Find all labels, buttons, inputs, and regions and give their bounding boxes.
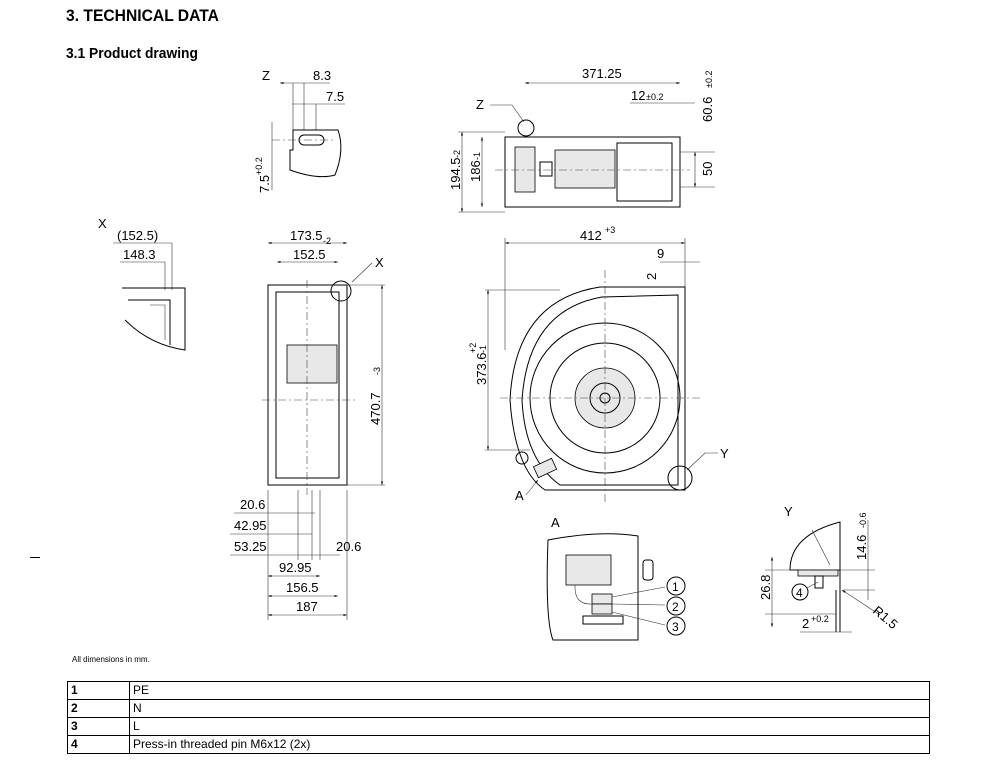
dim-92-95: 92.95	[279, 560, 312, 575]
row-number: 4	[67, 735, 130, 754]
tol-470-7: -3	[372, 367, 382, 375]
dim-9: 9	[657, 246, 664, 261]
side-view: 173.5 -2 152.5 X 470.7 -3 20.6 42.95 53.…	[230, 228, 385, 620]
view-a-label: A	[551, 515, 560, 530]
tol-14-6: -0.6	[858, 512, 868, 528]
dim-173-5: 173.5	[290, 228, 323, 243]
dim-152-5: 152.5	[293, 247, 326, 262]
dim-20-6-a: 20.6	[240, 497, 265, 512]
dim-12: 12	[631, 88, 645, 103]
subsection-title: 3.1 Product drawing	[66, 45, 198, 62]
dim-60-6: 60.6	[700, 97, 715, 122]
row-description: Press-in threaded pin M6x12 (2x)	[129, 735, 930, 754]
tol-2-y: +0.2	[811, 614, 829, 624]
top-view: Z 371.25 12 ±0.2 60.6 ±0.2 194.5 -2 186 …	[448, 66, 715, 213]
row-description: L	[129, 717, 930, 736]
dim-152-5-ref: (152.5)	[117, 228, 158, 243]
dim-2-y: 2	[802, 616, 809, 631]
dim-50: 50	[700, 162, 715, 176]
row-description: N	[129, 699, 930, 718]
detail-x-label: X	[98, 216, 107, 231]
dim-148-3: 148.3	[123, 247, 156, 262]
row-description: PE	[129, 681, 930, 700]
dim-8-3: 8.3	[313, 68, 331, 83]
dim-412: 412	[580, 228, 602, 243]
tol-194-5: -2	[452, 150, 462, 158]
dim-156-5: 156.5	[286, 580, 319, 595]
tol-186: -1	[472, 152, 482, 160]
detail-y-label: Y	[784, 504, 793, 519]
detail-z-label: Z	[262, 68, 270, 83]
tol-60-6: ±0.2	[704, 71, 714, 88]
tol-412: +3	[605, 225, 615, 235]
dim-186: 186	[468, 160, 483, 182]
detail-y: Y 26.8 14.6 -0.6 4 R1.5 2 +0.2	[758, 504, 901, 633]
item-4-marker: 4	[796, 586, 803, 600]
dim-r1-5: R1.5	[870, 603, 901, 632]
margin-mark	[30, 557, 40, 558]
dim-371-25: 371.25	[582, 66, 622, 81]
front-view: 412 +3 9 2 373.6 +2 -1 Y A	[468, 225, 729, 505]
callout-a: A	[515, 488, 524, 503]
dim-7-5-vertical: 7.5	[257, 175, 272, 193]
dim-26-8: 26.8	[758, 575, 773, 600]
item-2-marker: 2	[672, 600, 679, 614]
dim-373-6: 373.6	[474, 352, 489, 385]
detail-x: X (152.5) 148.3	[98, 216, 186, 351]
item-1-marker: 1	[672, 580, 679, 594]
dim-42-95: 42.95	[234, 518, 267, 533]
dim-14-6: 14.6	[854, 535, 869, 560]
detail-z: Z 8.3 7.5 7.5 +0.2	[254, 68, 345, 193]
row-number: 2	[67, 699, 130, 718]
item-3-marker: 3	[672, 620, 679, 634]
tol-373-6-minus: -1	[478, 345, 488, 353]
row-number: 1	[67, 681, 130, 700]
units-note: All dimensions in mm.	[72, 655, 150, 664]
dim-194-5: 194.5	[448, 157, 463, 190]
callout-z: Z	[476, 97, 484, 112]
tol-plus-0-2: +0.2	[254, 157, 264, 175]
tol-12: ±0.2	[646, 92, 663, 102]
callout-y: Y	[720, 446, 729, 461]
dim-20-6-b: 20.6	[336, 539, 361, 554]
section-title: 3. TECHNICAL DATA	[66, 6, 219, 25]
tol-373-6-plus: +2	[468, 343, 478, 353]
callout-x: X	[375, 255, 384, 270]
dim-187: 187	[296, 599, 318, 614]
dim-53-25: 53.25	[234, 539, 267, 554]
product-drawing: Z 8.3 7.5 7.5 +0.2 Z 371.25 12 ±0.2 60.6…	[98, 66, 901, 641]
row-number: 3	[67, 717, 130, 736]
dim-470-7: 470.7	[368, 392, 383, 425]
tol-173-5: -2	[323, 236, 331, 246]
dim-2: 2	[644, 273, 659, 280]
view-a: A 1 2 3	[546, 515, 686, 641]
dim-7-5: 7.5	[326, 89, 344, 104]
